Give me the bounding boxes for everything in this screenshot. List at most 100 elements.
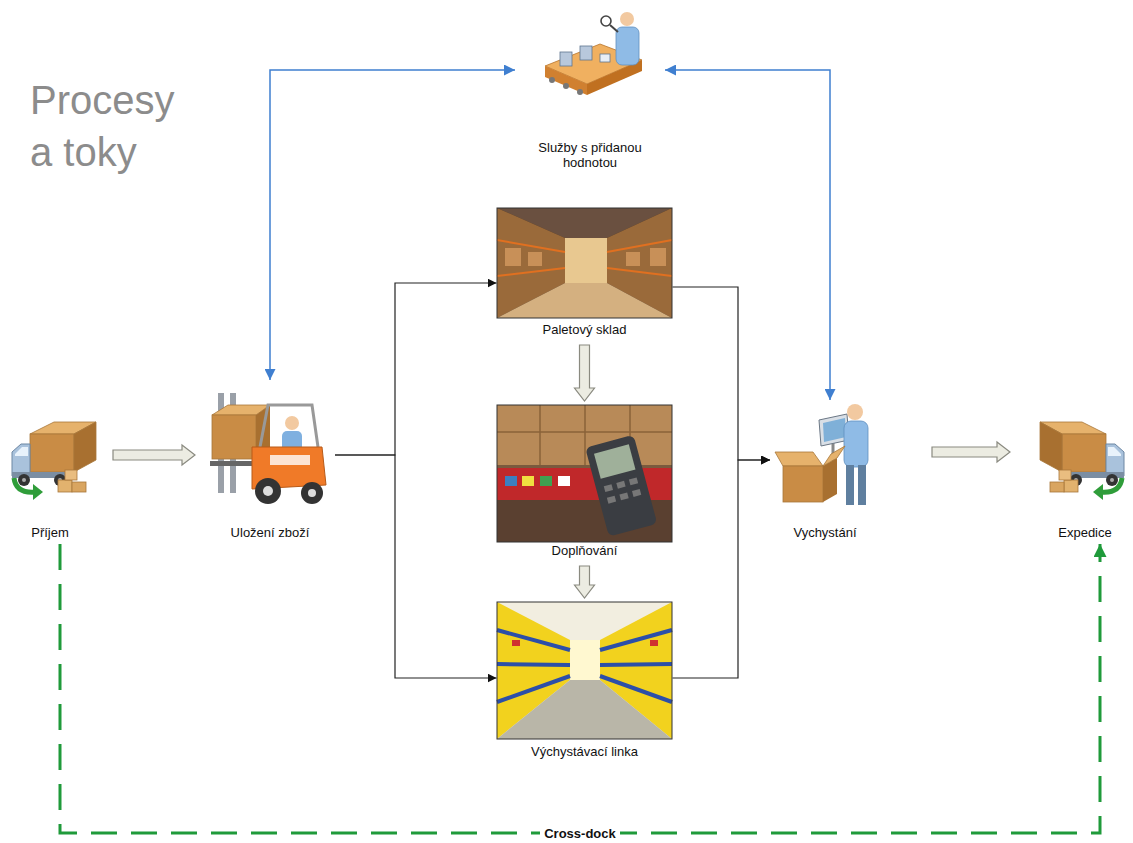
illustration-part [301,482,323,504]
illustration-part [580,46,592,60]
illustration-part [823,418,846,442]
illustration-part [626,252,640,266]
illustration-part [584,405,586,465]
illustration-part [560,52,572,66]
storage-area: Doplňování [497,405,673,562]
flow-block-arrow [575,566,595,598]
illustration-part [497,405,672,542]
illustration-part [497,208,672,318]
illustration-part [783,466,823,502]
illustration-part [620,12,634,26]
step-label: Paletový sklad [497,322,673,337]
illustration-part [600,54,610,62]
illustration-part [823,446,845,466]
illustration-part [607,496,616,504]
illustration-part [607,268,672,276]
illustration-part [563,83,569,89]
illustration-part [600,664,672,665]
illustration-part [497,208,672,318]
step-label: Doplňování [497,543,673,558]
illustration-part [539,405,541,465]
illustration-part [570,640,600,680]
picker-icon [775,404,868,505]
illustration-part [270,455,310,465]
illustration-part [650,640,658,646]
storage-area: Paletový sklad [497,208,673,341]
illustration-part [497,405,672,542]
illustration-part [558,476,570,486]
flow-connector [335,455,497,678]
illustration-part [497,680,672,739]
edge-layer [60,70,1100,833]
flow-connector [270,70,515,380]
step-label: Služby s přidanou hodnotou [515,140,665,170]
storage-area: Výchystávací linka [497,602,673,763]
illustration-part [604,484,613,492]
illustration-part [522,476,534,486]
flow-block-arrow [113,445,195,465]
step-label: Expedice [1040,525,1130,540]
cross-dock-line [60,544,1100,833]
illustration-part [619,492,628,500]
picking-line-photo [497,602,672,739]
illustration-part [497,405,672,465]
illustration-part [497,676,570,702]
forklift-icon [210,393,326,504]
flow-connector [665,70,830,400]
illustration-part [545,66,587,95]
illustration-part [497,602,672,739]
illustration-part [847,404,863,420]
step-label: Vychystání [770,525,880,540]
flow-block-arrow [932,442,1010,462]
illustration-part [505,476,517,486]
illustration-part [601,16,611,26]
illustration-part [858,465,866,505]
illustration-part [1040,422,1124,500]
flow-connector [335,283,497,455]
illustration-part [565,238,607,283]
illustration-part [650,248,666,266]
receiving-truck [12,422,96,500]
edge-label: Cross-dock [540,826,620,841]
illustration-part [549,77,555,83]
process-step: Uložení zboží [205,380,335,544]
service-step: Služby s přidanou hodnotou [515,8,665,174]
illustration-part [616,27,639,65]
illustration-part [255,478,281,504]
step-label: Výchystávací linka [497,744,673,759]
illustration-part [263,486,273,496]
step-label: Uložení zboží [205,525,335,540]
illustration-part [285,416,299,430]
illustration-part [12,422,96,500]
illustration-part [497,664,570,665]
dispatch-truck [1040,422,1124,500]
illustration-part [632,489,641,497]
services-icon [545,12,642,95]
illustration-part [528,252,542,266]
illustration-part [577,89,583,95]
illustration-part [497,268,565,276]
illustration-part [846,465,854,505]
replenishment-photo [497,405,672,542]
illustration-part [505,248,521,266]
illustration-part [844,421,868,467]
illustration-part [497,283,672,318]
step-label: Příjem [5,525,95,540]
illustration-part [610,25,618,32]
illustration-part [497,602,672,739]
illustration-part [600,630,672,650]
illustration-part [497,630,570,650]
illustration-part [585,435,657,537]
illustration-part [308,489,316,497]
illustration-part [775,452,823,466]
illustration-part [616,481,625,489]
process-step: Expedice [1040,408,1130,544]
illustration-part [600,676,672,702]
illustration-part [512,640,520,646]
illustration-part [594,444,636,478]
illustration-part [585,435,657,537]
illustration-part [497,431,672,433]
